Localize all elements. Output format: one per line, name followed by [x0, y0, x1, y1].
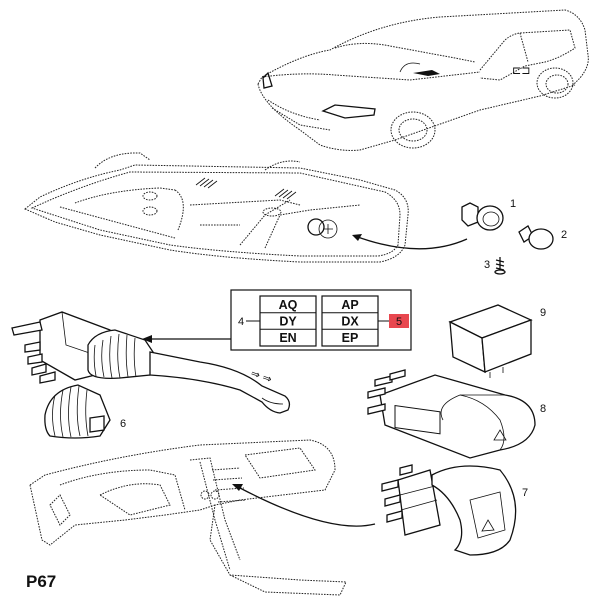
arrow-head-icon	[142, 335, 152, 343]
callout-7: 7	[522, 487, 528, 499]
screw-part: 3	[484, 257, 506, 275]
dashboard-illustration	[29, 439, 347, 596]
arrow-bulb-to-lamp	[354, 235, 468, 250]
bulb-part: 2	[518, 225, 567, 250]
callout-1: 1	[510, 198, 516, 210]
code-dx: DX	[341, 315, 359, 329]
callout-8: 8	[540, 403, 546, 415]
callout-2: 2	[561, 229, 567, 241]
svg-text:⊏⊐: ⊏⊐	[512, 65, 530, 77]
page-label: P67	[26, 572, 57, 591]
arrow-switch-to-dashboard	[239, 487, 376, 527]
code-ep: EP	[342, 331, 359, 345]
hazard-switch-8-part: 8	[367, 369, 546, 459]
code-en: EN	[279, 331, 296, 345]
flasher-relay-part: 9	[448, 304, 546, 378]
callout-6: 6	[120, 418, 126, 430]
rubber-boot-part: 6	[44, 384, 126, 439]
car-illustration: ⊏⊐	[257, 9, 589, 151]
indicator-stalk-switch-part: ⇐ ⇐	[11, 311, 291, 414]
callout-5: 5	[396, 316, 402, 328]
code-ap: AP	[341, 298, 358, 312]
callout-4: 4	[238, 316, 244, 328]
hazard-switch-7-part: 7	[381, 464, 528, 556]
arrow-head-icon	[232, 484, 243, 491]
callout-9: 9	[540, 307, 546, 319]
callout-5-highlight	[389, 314, 409, 328]
headlamp-illustration	[24, 152, 409, 263]
bulb-holder-part: 1	[461, 198, 516, 231]
code-dy: DY	[279, 315, 297, 329]
code-table: 4 AQ DY EN AP DX EP 5	[230, 289, 412, 351]
callout-3: 3	[484, 259, 490, 271]
code-aq: AQ	[279, 298, 298, 312]
arrow-head-icon	[352, 234, 362, 241]
